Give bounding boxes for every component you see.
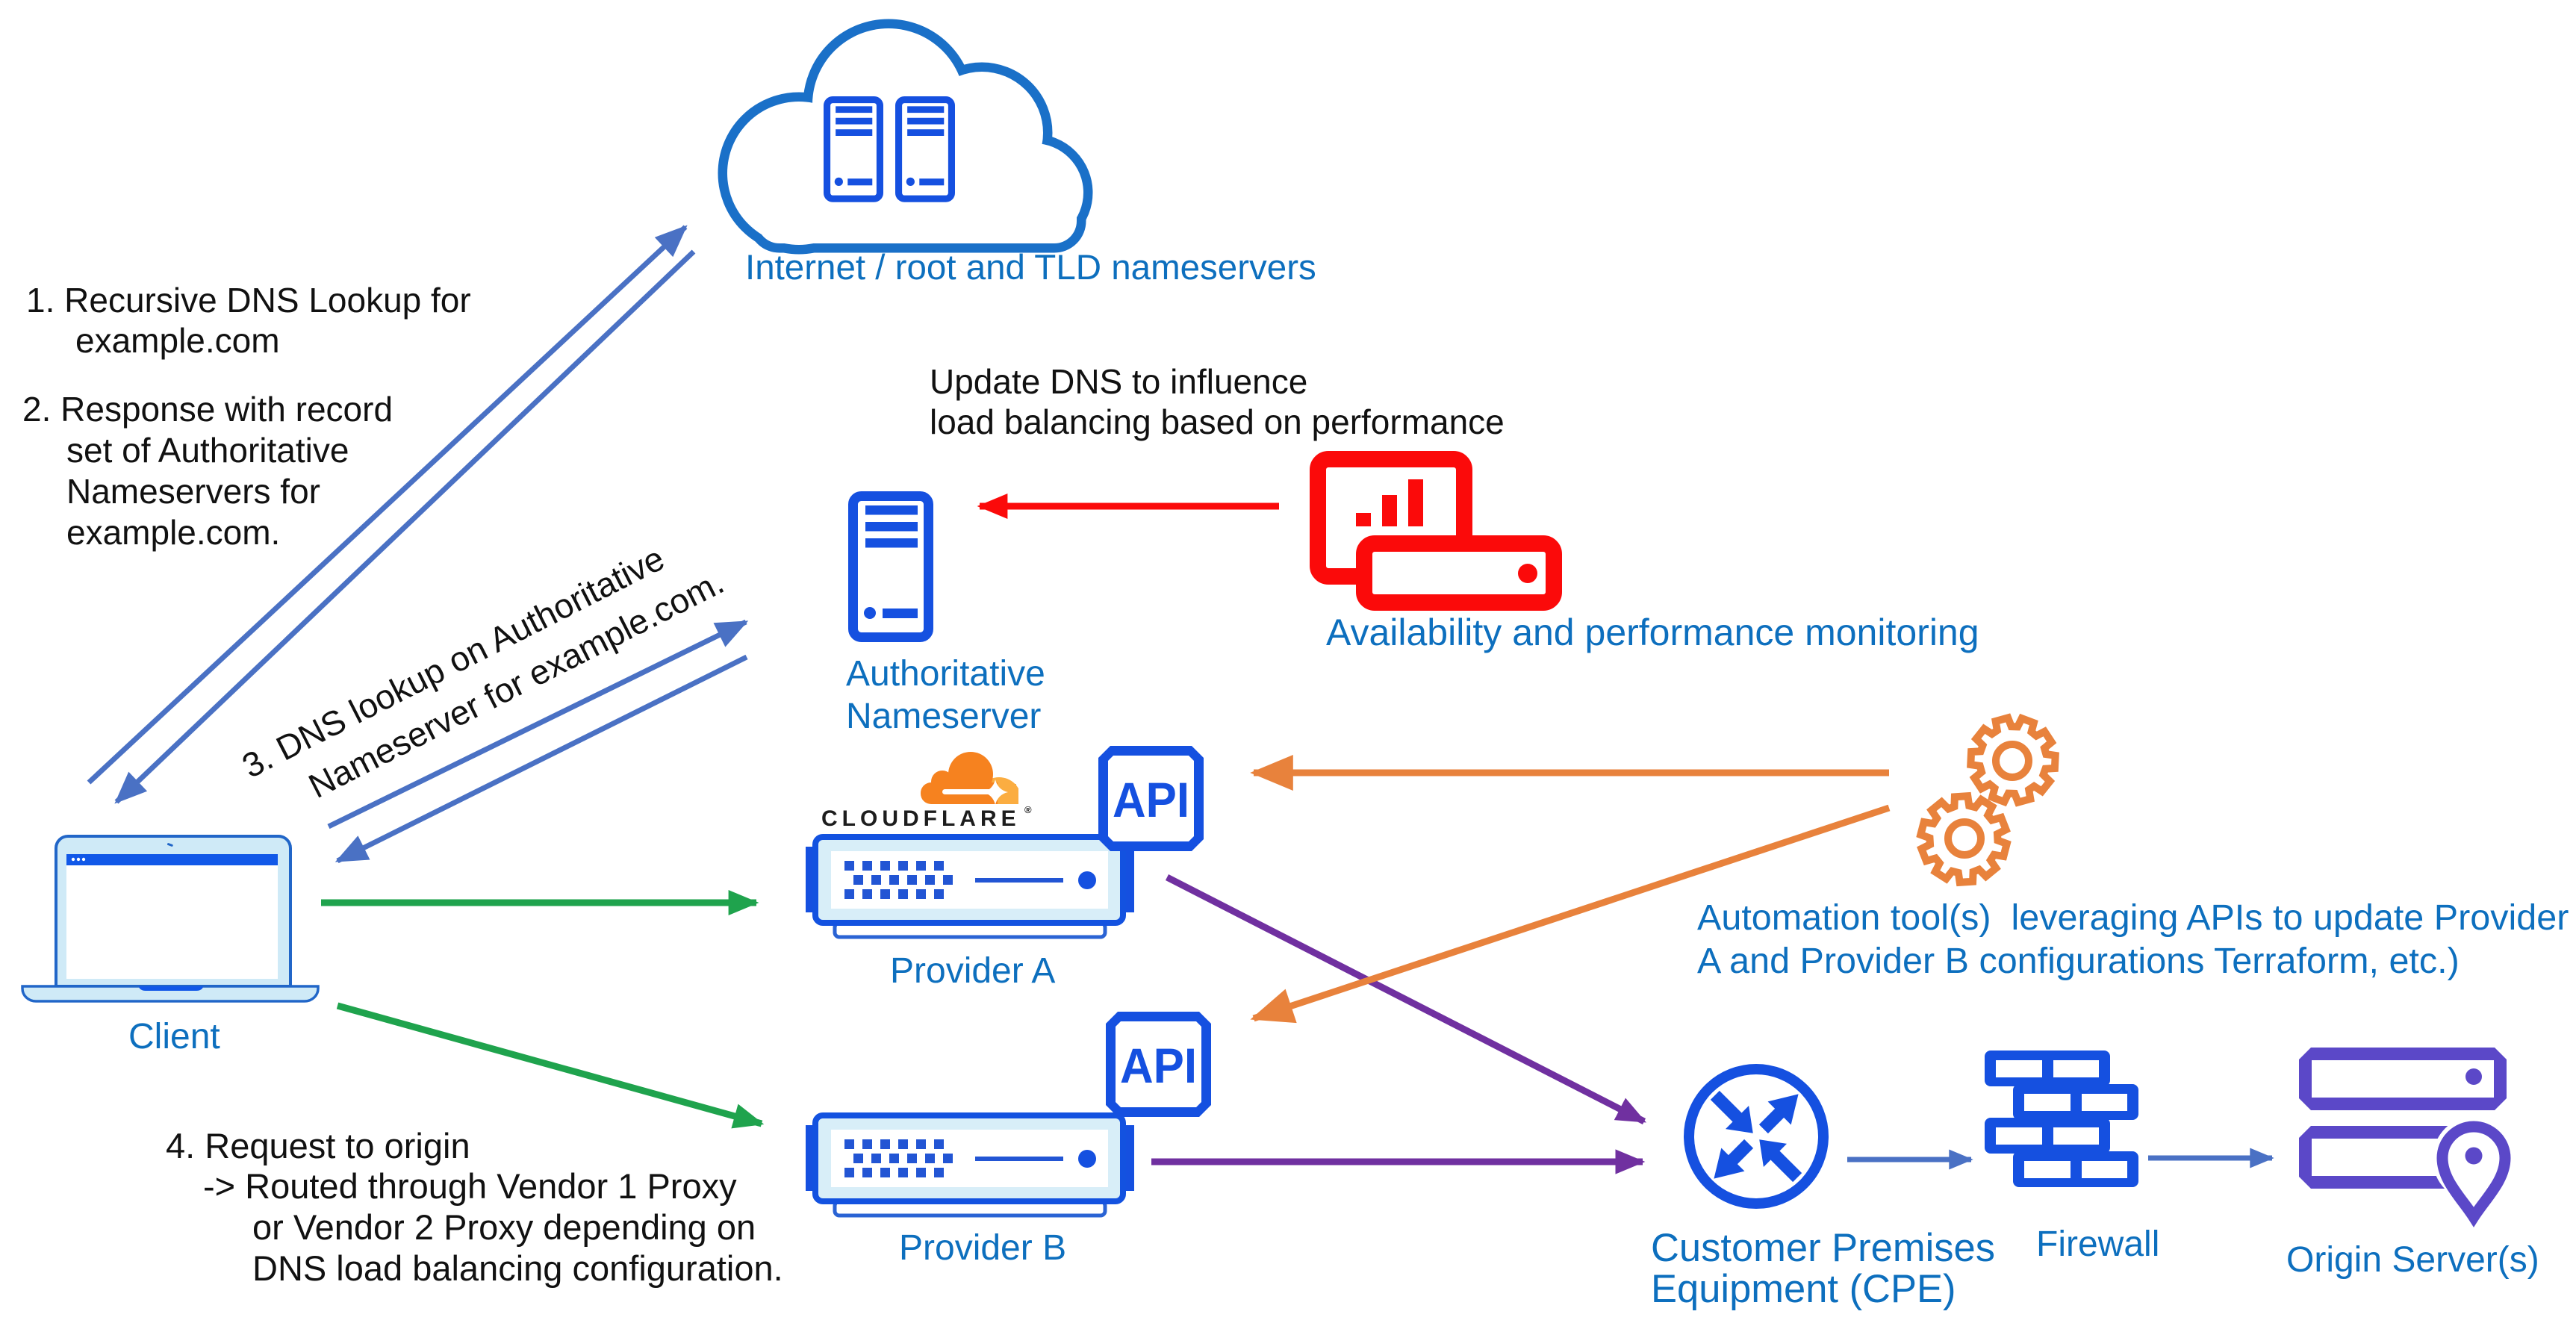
svg-text:Firewall: Firewall	[2036, 1224, 2159, 1264]
svg-text:Customer Premises: Customer Premises	[1651, 1226, 1995, 1270]
svg-text:Authoritative: Authoritative	[846, 654, 1045, 694]
svg-text:2. Response with record: 2. Response with record	[22, 390, 393, 429]
svg-text:Origin Server(s): Origin Server(s)	[2286, 1240, 2539, 1280]
svg-text:-> Routed through Vendor 1 Pro: -> Routed through Vendor 1 Proxy	[203, 1166, 737, 1206]
svg-text:Internet / root and TLD namese: Internet / root and TLD nameservers	[745, 248, 1316, 287]
svg-text:Provider A: Provider A	[890, 951, 1055, 991]
svg-text:®: ®	[1024, 804, 1032, 815]
svg-text:DNS load balancing configurati: DNS load balancing configuration.	[252, 1248, 783, 1288]
svg-text:Update DNS to influence: Update DNS to influence	[930, 362, 1307, 401]
svg-text:Automation tool(s) leveraging: Automation tool(s) leveraging APIs to up…	[1697, 897, 2569, 938]
svg-text:example.com: example.com	[75, 321, 280, 360]
svg-text:or Vendor 2 Proxy depending on: or Vendor 2 Proxy depending on	[252, 1207, 756, 1247]
svg-text:Nameservers for: Nameservers for	[66, 472, 320, 511]
svg-text:Availability and performance m: Availability and performance monitoring	[1326, 611, 1979, 653]
svg-text:3. DNS lookup on Authoritative: 3. DNS lookup on Authoritative	[236, 538, 671, 785]
svg-text:load balancing based on perfor: load balancing based on performance	[930, 402, 1505, 441]
svg-text:example.com.: example.com.	[66, 513, 280, 552]
svg-text:CLOUDFLARE: CLOUDFLARE	[821, 806, 1021, 831]
svg-text:Client: Client	[128, 1017, 220, 1056]
svg-text:Provider B: Provider B	[899, 1228, 1066, 1268]
svg-text:1. Recursive DNS Lookup for: 1. Recursive DNS Lookup for	[26, 281, 471, 320]
svg-text:set of Authoritative: set of Authoritative	[66, 431, 349, 470]
svg-text:Equipment (CPE): Equipment (CPE)	[1651, 1267, 1956, 1311]
svg-text:4. Request to origin: 4. Request to origin	[166, 1126, 470, 1165]
svg-text:Nameserver: Nameserver	[846, 697, 1041, 736]
svg-text:A and Provider B configuration: A and Provider B configurations Terrafor…	[1697, 941, 2460, 981]
